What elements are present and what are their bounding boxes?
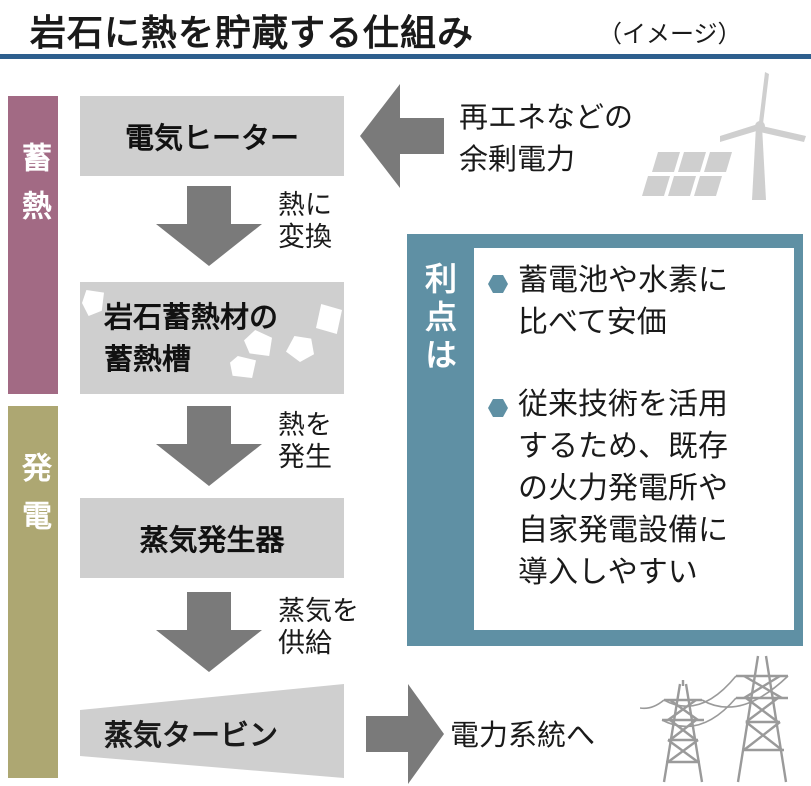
benefit-item-2-line: の火力発電所や (518, 471, 728, 506)
surplus-power-label: 再エネなどの 余剰電力 (459, 96, 633, 180)
rock-storage-line2: 蓄熱槽 (104, 342, 192, 376)
title-divider (0, 54, 811, 59)
benefit-item-1-line: 比べて安価 (518, 305, 667, 340)
step-convert-line1: 熱に (278, 190, 332, 221)
power-grid-label: 電力系統へ (450, 718, 596, 752)
rock-chip (230, 356, 256, 378)
storage-band: 蓄熱 (8, 96, 58, 394)
surplus-power-line1: 再エネなどの (459, 100, 634, 134)
rock-storage-line1: 岩石蓄熱材の (104, 300, 279, 334)
step-supply-line1: 蒸気を (278, 596, 359, 627)
steam-turbine-shape (80, 684, 344, 778)
solar-panel-icon (642, 152, 732, 196)
benefit-item-1-line: 蓄電池や水素に (518, 263, 728, 298)
benefit-item-2-line: 従来技術を活用 (518, 387, 728, 422)
step-convert-line2: 変換 (278, 222, 332, 253)
bullet-hexagon-icon (488, 275, 508, 293)
steam-generator-box: 蒸気発生器 (80, 498, 344, 578)
step-supply-line2: 供給 (278, 628, 332, 659)
right-arrow-icon (366, 684, 444, 784)
rock-chip (286, 336, 314, 362)
rock-chip (82, 290, 104, 316)
step-convert-label: 熱に 変換 (278, 190, 332, 254)
page-title: 岩石に熱を貯蔵する仕組み (30, 13, 475, 54)
down-arrow-icon (156, 592, 262, 672)
page-subtitle: （イメージ） (598, 20, 742, 48)
electric-heater-box: 電気ヒーター (80, 96, 344, 176)
rock-heat-storage-tank: 岩石蓄熱材の 蓄熱槽 (80, 282, 344, 394)
bullet-hexagon-icon (488, 399, 508, 417)
benefits-content: 蓄電池や水素に 比べて安価 従来技術を活用 するため、既存 の火力発電所や 自家… (474, 248, 794, 630)
benefit-item-2-line: するため、既存 (518, 429, 728, 464)
storage-band-label: 蓄熱 (16, 142, 51, 238)
steam-generator-label: 蒸気発生器 (139, 523, 285, 557)
rock-chip (316, 304, 342, 334)
step-generate-line1: 熱を (278, 410, 332, 441)
benefit-item-1: 蓄電池や水素に 比べて安価 (518, 260, 728, 344)
benefit-item-2: 従来技術を活用 するため、既存 の火力発電所や 自家発電設備に 導入しやすい (518, 384, 728, 594)
generation-band-label: 発電 (16, 452, 51, 548)
rock-storage-label: 岩石蓄熱材の 蓄熱槽 (104, 296, 278, 380)
benefit-item-2-line: 自家発電設備に (518, 513, 728, 548)
benefit-item-2-line: 導入しやすい (518, 555, 698, 590)
transmission-tower-icon (640, 655, 789, 783)
benefits-title: 利点は (420, 262, 458, 376)
electric-heater-label: 電気ヒーター (124, 121, 299, 155)
down-arrow-icon (156, 186, 262, 266)
steam-turbine-label: 蒸気タービン (104, 718, 279, 752)
generation-band: 発電 (8, 406, 58, 778)
down-arrow-icon (156, 406, 262, 486)
surplus-power-line2: 余剰電力 (459, 142, 576, 176)
step-generate-label: 熱を 発生 (278, 410, 332, 474)
step-generate-line2: 発生 (278, 442, 332, 473)
wind-turbine-icon (720, 72, 806, 200)
step-supply-label: 蒸気を 供給 (278, 596, 359, 660)
left-arrow-icon (360, 84, 444, 188)
